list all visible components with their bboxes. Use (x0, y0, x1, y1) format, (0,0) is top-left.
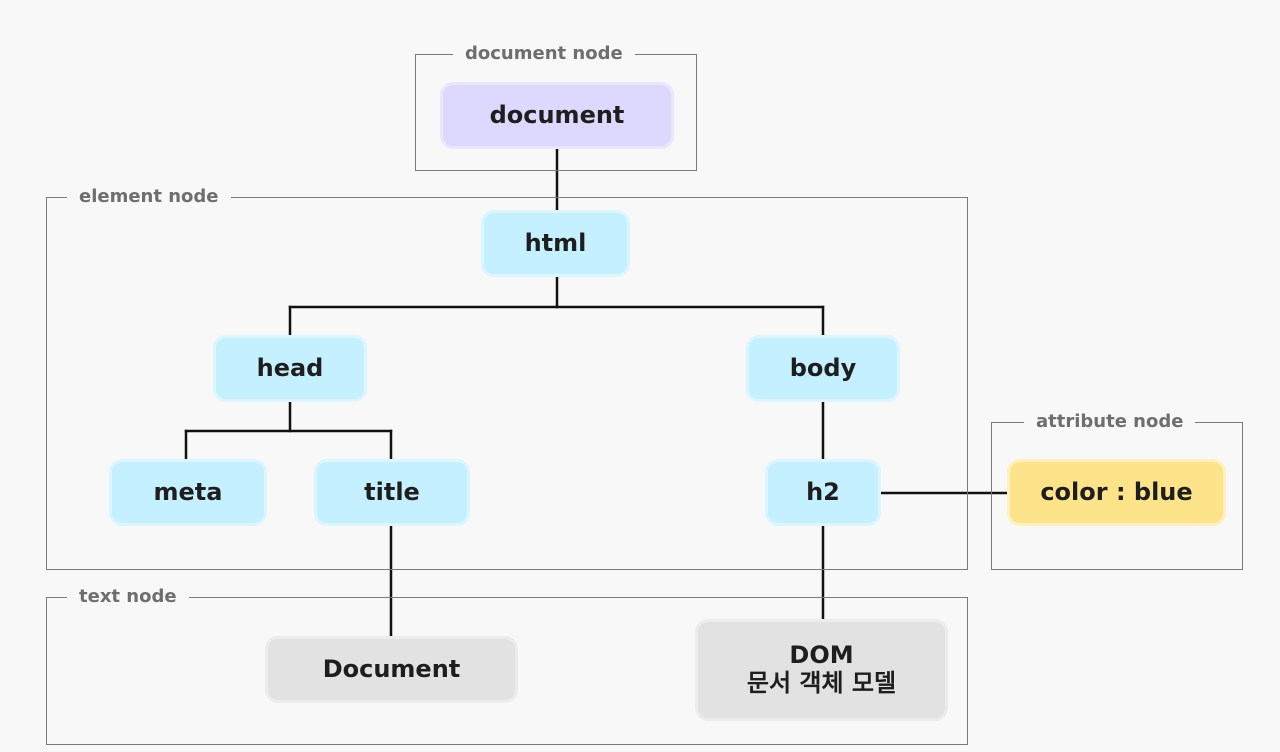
attribute-node-group: attribute node (991, 411, 1243, 570)
text-node-group: text node (46, 586, 968, 745)
attribute-node: color : blue (1010, 462, 1223, 523)
document-node-group-label: document node (453, 43, 635, 65)
text-node-document: Document (268, 639, 515, 700)
text-node-dom: DOM 문서 객체 모델 (698, 622, 945, 718)
title-node-label: title (364, 477, 420, 506)
h2-node-label: h2 (806, 477, 840, 506)
title-node: title (317, 462, 467, 523)
attribute-node-group-label: attribute node (1024, 411, 1196, 433)
head-node-label: head (256, 353, 324, 382)
attribute-node-label: color : blue (1040, 477, 1193, 506)
html-node: html (484, 213, 627, 274)
html-node-label: html (524, 228, 587, 257)
element-node-group: element node (46, 186, 968, 570)
body-node: body (749, 338, 897, 399)
head-node: head (216, 338, 364, 399)
document-node: document (443, 85, 671, 146)
element-node-group-label: element node (67, 186, 231, 208)
text-node-dom-label-line2: 문서 객체 모델 (746, 669, 897, 697)
body-node-label: body (789, 353, 857, 382)
meta-node: meta (112, 462, 264, 523)
text-node-dom-label-line1: DOM (789, 641, 854, 670)
document-node-label: document (489, 100, 625, 129)
text-node-group-label: text node (67, 586, 189, 608)
document-node-group: document node (415, 43, 697, 171)
meta-node-label: meta (153, 477, 223, 506)
text-node-document-label: Document (322, 654, 461, 683)
h2-node: h2 (768, 462, 878, 523)
